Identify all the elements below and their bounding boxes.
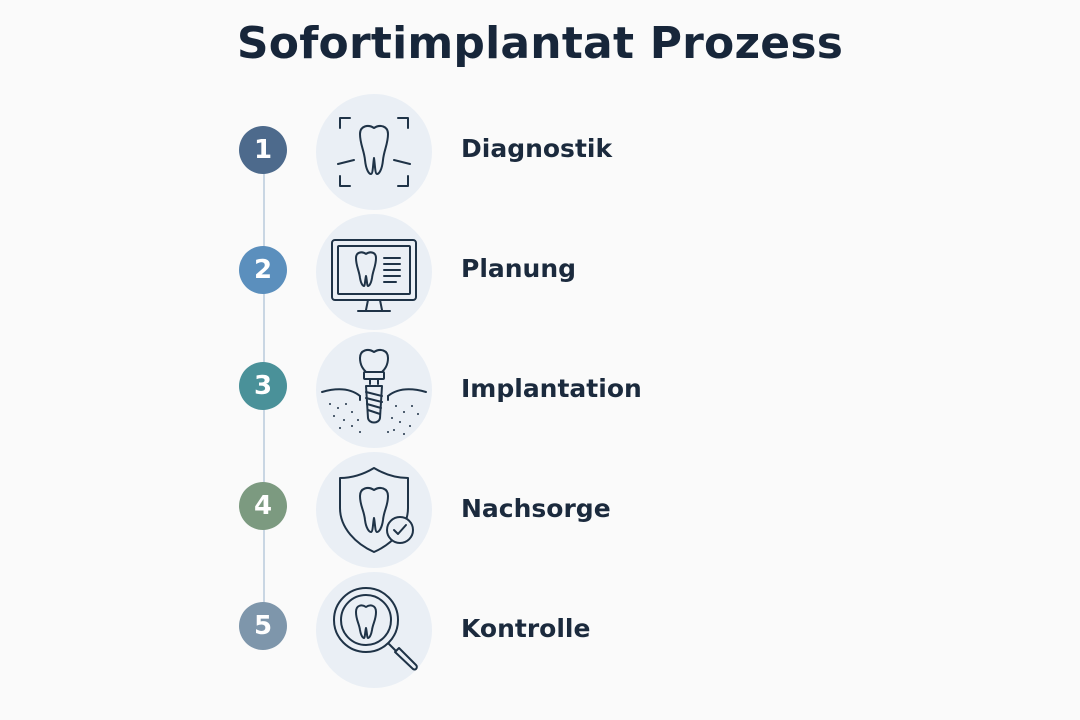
- process-step-5: 5 Kontrolle: [0, 572, 1080, 692]
- icon-circle: [316, 452, 432, 568]
- step-label: Planung: [461, 254, 577, 283]
- step-label: Nachsorge: [461, 494, 611, 523]
- step-number-badge: 1: [239, 126, 287, 174]
- process-step-1: 1 Diagnostik: [0, 92, 1080, 212]
- process-step-2: 2 Planung: [0, 212, 1080, 332]
- icon-circle: [316, 332, 432, 448]
- magnifier-tooth-icon: [333, 587, 418, 671]
- icon-circle: [316, 572, 432, 688]
- process-step-4: 4 Nachsorge: [0, 452, 1080, 572]
- step-number-badge: 5: [239, 602, 287, 650]
- monitor-tooth-icon: [331, 239, 417, 312]
- step-number-badge: 3: [239, 362, 287, 410]
- tooth-scan-icon: [337, 117, 411, 187]
- step-label: Implantation: [461, 374, 642, 403]
- step-label: Kontrolle: [461, 614, 591, 643]
- page-title: Sofortimplantat Prozess: [236, 18, 844, 69]
- dental-implant-icon: [321, 349, 427, 435]
- shield-tooth-check-icon: [339, 467, 414, 553]
- icon-circle: [316, 94, 432, 210]
- process-step-3: 3 Implantation: [0, 332, 1080, 452]
- step-number-badge: 4: [239, 482, 287, 530]
- step-label: Diagnostik: [461, 134, 613, 163]
- step-number-badge: 2: [239, 246, 287, 294]
- icon-circle: [316, 214, 432, 330]
